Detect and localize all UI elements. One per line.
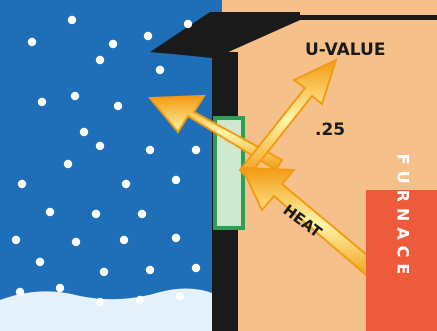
- snowflake: [175, 291, 185, 301]
- snowflake: [145, 265, 155, 275]
- snowflake: [171, 175, 181, 185]
- heat-arrow-from-furnace: [240, 166, 382, 282]
- furnace-box: [366, 190, 437, 331]
- snow-ground: [0, 288, 215, 331]
- snowflake: [183, 19, 193, 29]
- snowflake: [191, 263, 201, 273]
- snowflake: [95, 141, 105, 151]
- snowflake: [99, 267, 109, 277]
- snowflake: [91, 209, 101, 219]
- u-value-label: U-VALUE: [305, 40, 385, 60]
- snowflake: [37, 97, 47, 107]
- snowflake: [71, 237, 81, 247]
- snowflake: [137, 209, 147, 219]
- u-value-number: .25: [315, 120, 345, 140]
- snowflake: [145, 145, 155, 155]
- snowflake: [79, 127, 89, 137]
- snowflake: [135, 295, 145, 305]
- snowflake: [191, 145, 201, 155]
- snowflake: [108, 39, 118, 49]
- snowflake: [55, 283, 65, 293]
- snowflake: [143, 31, 153, 41]
- snowflake: [35, 257, 45, 267]
- snowflakes: [11, 15, 201, 307]
- snowflake: [67, 15, 77, 25]
- furnace-label: FURNACE: [394, 154, 413, 281]
- snowflake: [95, 297, 105, 307]
- snowflake: [17, 179, 27, 189]
- snowflake: [45, 207, 55, 217]
- snowflake: [171, 233, 181, 243]
- snowflake: [121, 179, 131, 189]
- snowflake: [70, 91, 80, 101]
- snowflake: [95, 55, 105, 65]
- heat-arrow-to-uvalue: [238, 58, 338, 180]
- snowflake: [119, 235, 129, 245]
- snowflake: [155, 65, 165, 75]
- roof-edge: [150, 12, 300, 58]
- snowflake: [113, 101, 123, 111]
- snowflake: [27, 37, 37, 47]
- snowflake: [15, 287, 25, 297]
- snowflake: [63, 159, 73, 169]
- snowflake: [11, 235, 21, 245]
